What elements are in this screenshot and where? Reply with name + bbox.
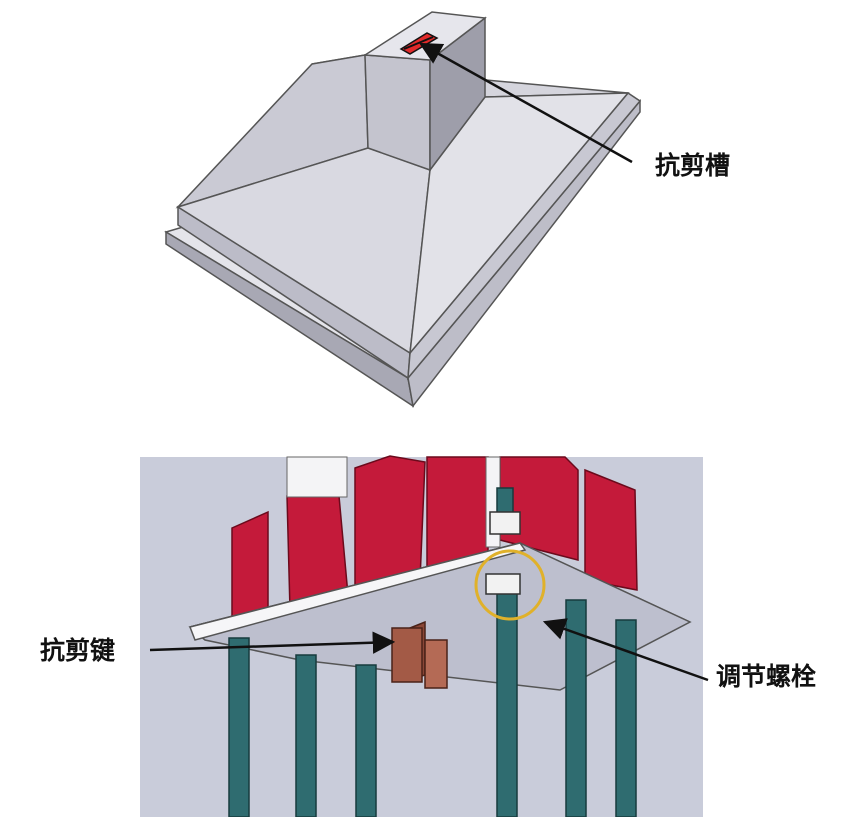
shear-key-left-flange bbox=[391, 627, 423, 683]
adjusting-bolt-highlight-ring bbox=[474, 549, 546, 621]
fin bbox=[584, 468, 638, 591]
anchor-rod bbox=[228, 637, 250, 817]
label-shear-key: 抗剪键 bbox=[40, 636, 115, 665]
shear-groove-leader bbox=[419, 42, 633, 164]
bolt-upper-nut bbox=[489, 511, 521, 535]
fin bbox=[231, 510, 269, 619]
anchor-rod bbox=[295, 654, 317, 817]
anchor-rod bbox=[355, 664, 377, 817]
column-web-left bbox=[286, 456, 348, 498]
fin bbox=[354, 455, 426, 599]
anchor-rod bbox=[615, 619, 637, 817]
base-plate-front-edge bbox=[188, 542, 527, 641]
shear-key bbox=[391, 620, 448, 689]
shear-key-leader bbox=[149, 631, 396, 654]
steel-stiffener-fins bbox=[231, 455, 638, 619]
adjusting-bolt-rod bbox=[496, 587, 518, 817]
label-adjusting-bolt: 调节螺栓 bbox=[716, 662, 816, 691]
column-base-panel bbox=[140, 455, 703, 817]
anchor-rods bbox=[228, 587, 637, 817]
label-shear-groove: 抗剪槽 bbox=[655, 151, 730, 180]
adjusting-bolt-nut bbox=[485, 573, 521, 595]
adjusting-bolt-leader bbox=[542, 618, 709, 682]
anchor-rod bbox=[565, 599, 587, 817]
concrete-foundation-pedestal bbox=[164, 11, 642, 408]
shear-key-right-flange bbox=[424, 639, 448, 689]
